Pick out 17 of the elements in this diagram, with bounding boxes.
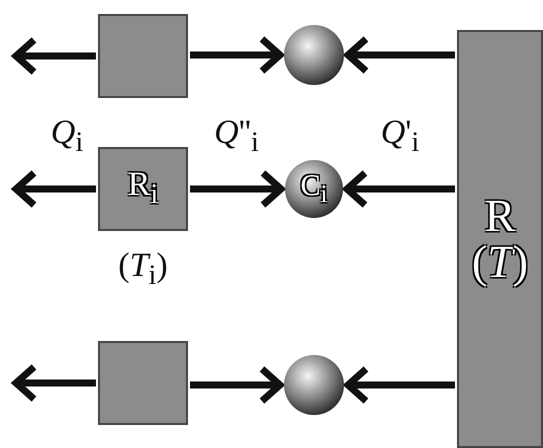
arrow: [344, 170, 455, 208]
node-label: (T): [472, 239, 528, 285]
process-box: [457, 30, 543, 448]
arrow: [344, 366, 455, 404]
arrow: [190, 170, 284, 208]
arrow: [12, 364, 96, 402]
node-label: R$_{i}$: [128, 168, 158, 210]
arrow: [190, 366, 284, 404]
arrow: [344, 36, 455, 74]
arrow: [12, 36, 96, 76]
arrow: [12, 170, 96, 208]
process-box: [98, 147, 188, 231]
node-label: C$_{i}$: [300, 171, 328, 207]
node-label: R: [484, 193, 516, 239]
process-box: [98, 14, 188, 98]
process-box: [98, 341, 188, 425]
arrow: [190, 36, 284, 74]
